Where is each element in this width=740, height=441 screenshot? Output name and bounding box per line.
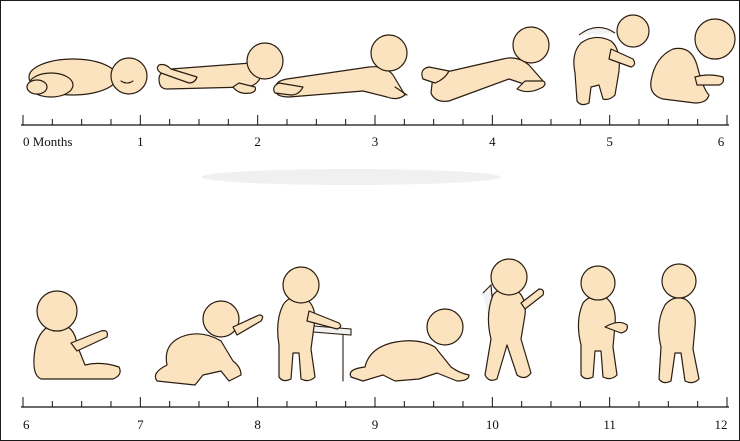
smudge xyxy=(201,169,501,185)
baby-sit-on-lap-figure xyxy=(574,15,649,105)
baby-reach-miss-figure xyxy=(422,27,549,101)
month-label: 9 xyxy=(372,417,379,432)
timeline-top: 0 Months 1 2 3 4 5 6 xyxy=(21,115,729,149)
month-label: 12 xyxy=(715,417,728,432)
baby-fetal-curl-figure xyxy=(27,58,147,97)
month-label: 7 xyxy=(137,417,144,432)
baby-chest-up-figure xyxy=(274,35,407,99)
month-label: 11 xyxy=(603,417,616,432)
baby-crawl-knees-figure xyxy=(155,301,262,385)
baby-sit-alone-figure xyxy=(651,19,735,103)
support-chair xyxy=(579,27,615,35)
month-label: 8 xyxy=(254,417,261,432)
baby-walk-alone-figure xyxy=(659,264,699,383)
month-label: 4 xyxy=(489,134,496,149)
timeline-bottom: 6 7 8 9 10 11 12 xyxy=(21,397,729,432)
baby-creep-figure xyxy=(350,309,469,381)
month-label: 2 xyxy=(254,134,261,149)
baby-stand-furniture-figure xyxy=(278,267,351,381)
month-label: 3 xyxy=(372,134,379,149)
baby-sit-reaching-figure xyxy=(34,291,120,379)
month-label: 6 xyxy=(23,417,30,432)
month-label: 6 xyxy=(718,134,725,149)
month-label: 0 Months xyxy=(23,134,72,149)
baby-stand-alone-figure xyxy=(578,266,627,379)
baby-chin-up-figure xyxy=(157,43,283,93)
month-label: 1 xyxy=(137,134,144,149)
month-label: 5 xyxy=(606,134,613,149)
month-label: 10 xyxy=(486,417,499,432)
baby-walk-led-figure xyxy=(483,259,544,380)
